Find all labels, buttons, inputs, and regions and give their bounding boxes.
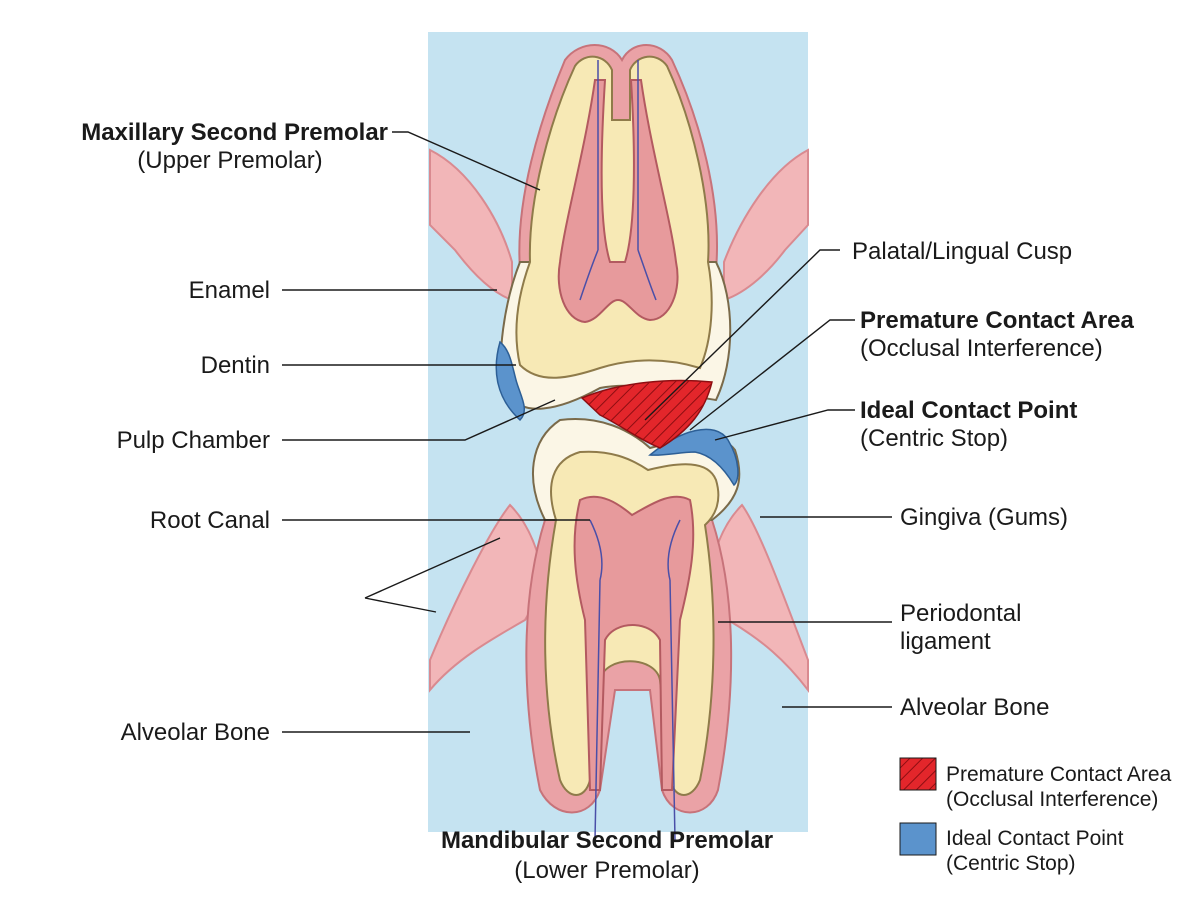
legend-premature-line2: (Occlusal Interference) bbox=[946, 788, 1158, 811]
upper-pulp-chamber bbox=[557, 79, 679, 324]
legend: Premature Contact Area (Occlusal Interfe… bbox=[899, 757, 1172, 875]
lower-nerve-vessels bbox=[589, 519, 681, 841]
label-alveolar-bone-right: Alveolar Bone bbox=[900, 694, 1049, 721]
label-pdl-line2: ligament bbox=[900, 628, 991, 655]
label-premature-title: Premature Contact Area bbox=[860, 307, 1135, 334]
label-ideal-sub: (Centric Stop) bbox=[860, 425, 1008, 452]
label-alveolar-bone-left: Alveolar Bone bbox=[121, 719, 270, 746]
leader-lines bbox=[282, 131, 892, 733]
label-lower-sub: (Lower Premolar) bbox=[514, 857, 699, 884]
upper-gingiva-left bbox=[429, 148, 513, 302]
label-premature-sub: (Occlusal Interference) bbox=[860, 335, 1103, 362]
label-root-canal: Root Canal bbox=[150, 507, 270, 534]
lower-gingiva-left bbox=[429, 503, 547, 693]
upper-nerve-vessels bbox=[579, 60, 657, 301]
legend-ideal-line2: (Centric Stop) bbox=[946, 852, 1076, 875]
label-upper-sub: (Upper Premolar) bbox=[137, 147, 322, 174]
label-enamel: Enamel bbox=[189, 277, 270, 304]
label-upper-title: Maxillary Second Premolar bbox=[81, 119, 388, 146]
legend-premature-line1: Premature Contact Area bbox=[946, 763, 1172, 786]
ideal-contact-right bbox=[648, 428, 739, 487]
label-dentin: Dentin bbox=[201, 352, 270, 379]
label-gingiva: Gingiva (Gums) bbox=[900, 504, 1068, 531]
label-ideal-title: Ideal Contact Point bbox=[860, 397, 1077, 424]
legend-ideal-swatch bbox=[899, 822, 937, 856]
upper-gingiva-right bbox=[723, 148, 809, 302]
label-pulp-chamber: Pulp Chamber bbox=[117, 427, 270, 454]
label-pdl-line1: Periodontal bbox=[900, 600, 1021, 627]
legend-premature-swatch bbox=[899, 757, 937, 791]
ideal-contact-left bbox=[495, 340, 525, 422]
label-palatal-cusp: Palatal/Lingual Cusp bbox=[852, 238, 1072, 265]
legend-ideal-line1: Ideal Contact Point bbox=[946, 827, 1124, 850]
label-lower-title: Mandibular Second Premolar bbox=[441, 827, 773, 854]
premature-contact-area bbox=[580, 379, 713, 449]
lower-pulp-chamber bbox=[573, 495, 695, 791]
lower-gingiva-right bbox=[706, 503, 809, 693]
